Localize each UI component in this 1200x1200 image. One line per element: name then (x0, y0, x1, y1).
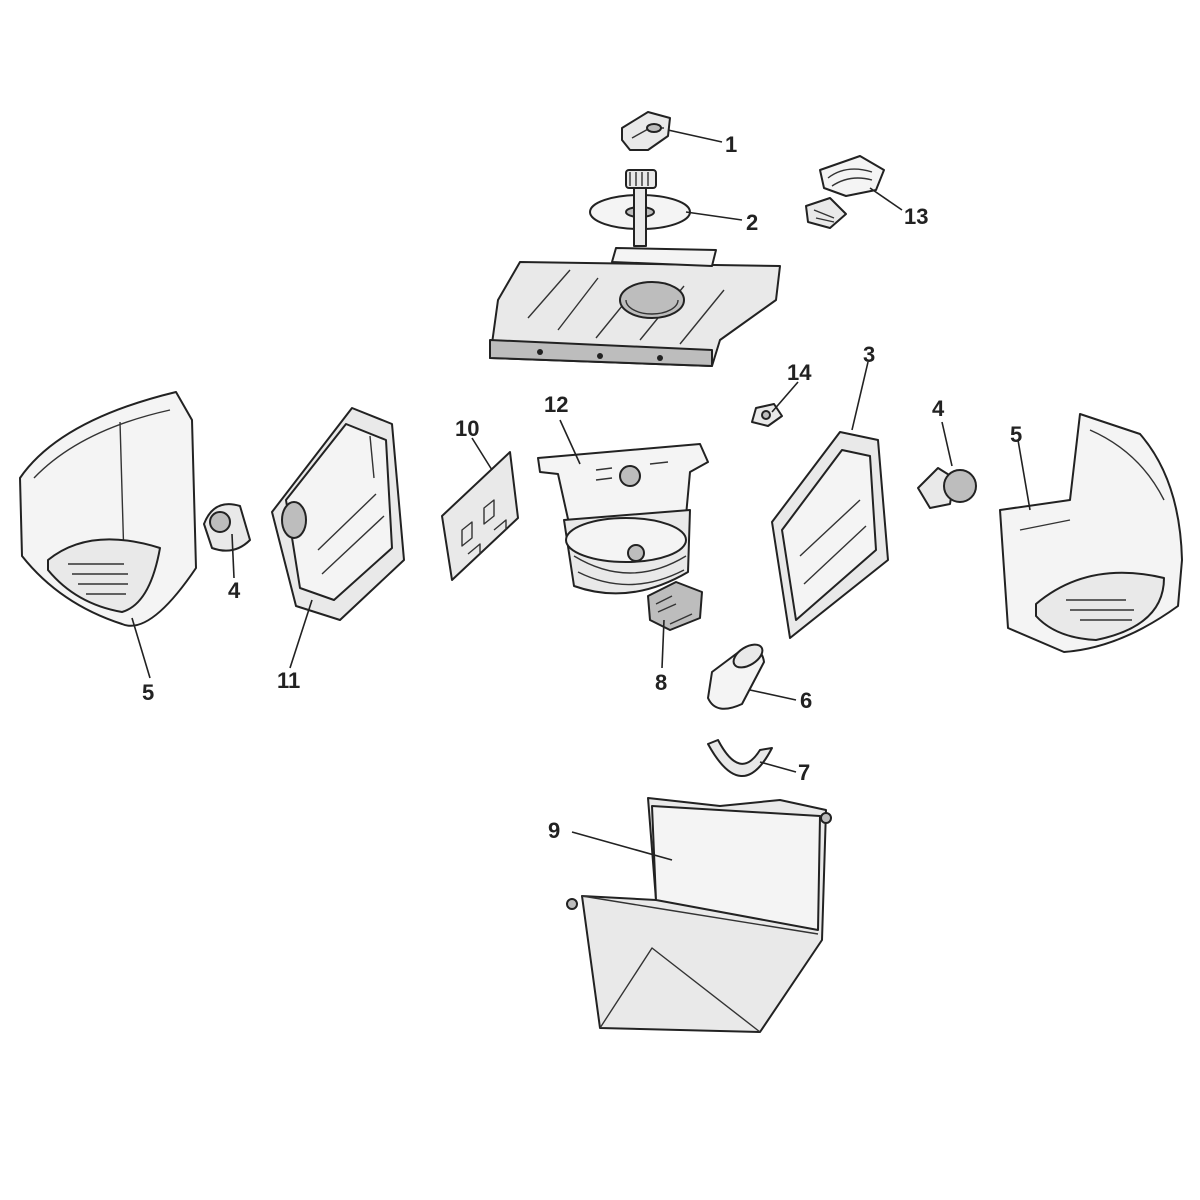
callout-labels: 1 2 3 4 4 5 5 6 7 8 9 10 11 12 13 14 (142, 132, 1022, 843)
leader-13 (869, 187, 903, 211)
part-4-left-socket (203, 503, 251, 552)
callout-7: 7 (798, 760, 810, 785)
part-14-clip (751, 403, 783, 427)
leader-3 (851, 361, 869, 431)
leader-4-left (231, 533, 235, 579)
callout-9: 9 (548, 818, 560, 843)
leader-14 (771, 381, 799, 413)
part-12-motor-assembly (537, 443, 709, 595)
leader-8 (661, 619, 665, 669)
part-3-right-housing (771, 431, 889, 639)
callout-8: 8 (655, 670, 667, 695)
callout-13: 13 (904, 204, 928, 229)
part-11-left-housing (271, 407, 405, 621)
leader-11 (289, 599, 313, 669)
part-10-circuit-board (441, 451, 519, 581)
chassis-plate (489, 247, 781, 367)
part-9-bottom-cover (566, 797, 832, 1033)
leader-7 (759, 761, 797, 773)
callout-6: 6 (800, 688, 812, 713)
callout-4-right: 4 (932, 396, 945, 421)
leader-6 (749, 689, 797, 701)
part-6-cylinder (707, 643, 765, 710)
callout-11: 11 (277, 668, 300, 693)
callout-4-left: 4 (228, 578, 241, 603)
callout-1: 1 (725, 132, 737, 157)
callout-3: 3 (863, 342, 875, 367)
leader-lines (131, 129, 1031, 861)
leader-5-right (1017, 439, 1031, 511)
leader-5-left (131, 617, 151, 679)
callout-14: 14 (787, 360, 812, 385)
callout-10: 10 (455, 416, 479, 441)
part-4-right-socket (917, 467, 977, 509)
callout-12: 12 (544, 392, 568, 417)
leader-1 (667, 129, 723, 143)
part-5-right-cover (999, 413, 1183, 653)
leader-12 (559, 419, 581, 465)
callout-5-right: 5 (1010, 422, 1022, 447)
part-1-cap (621, 111, 671, 151)
leader-2 (685, 211, 743, 221)
part-2-sprocket-shaft (589, 169, 691, 247)
part-7-u-clamp (707, 739, 773, 777)
leader-9 (571, 831, 673, 861)
part-8-sensor-block (647, 581, 703, 631)
leader-10 (471, 437, 493, 471)
callout-2: 2 (746, 210, 758, 235)
part-13-bracket (805, 155, 885, 229)
part-5-left-cover (19, 391, 197, 627)
callout-5-left: 5 (142, 680, 154, 705)
leader-4-right (941, 421, 953, 467)
